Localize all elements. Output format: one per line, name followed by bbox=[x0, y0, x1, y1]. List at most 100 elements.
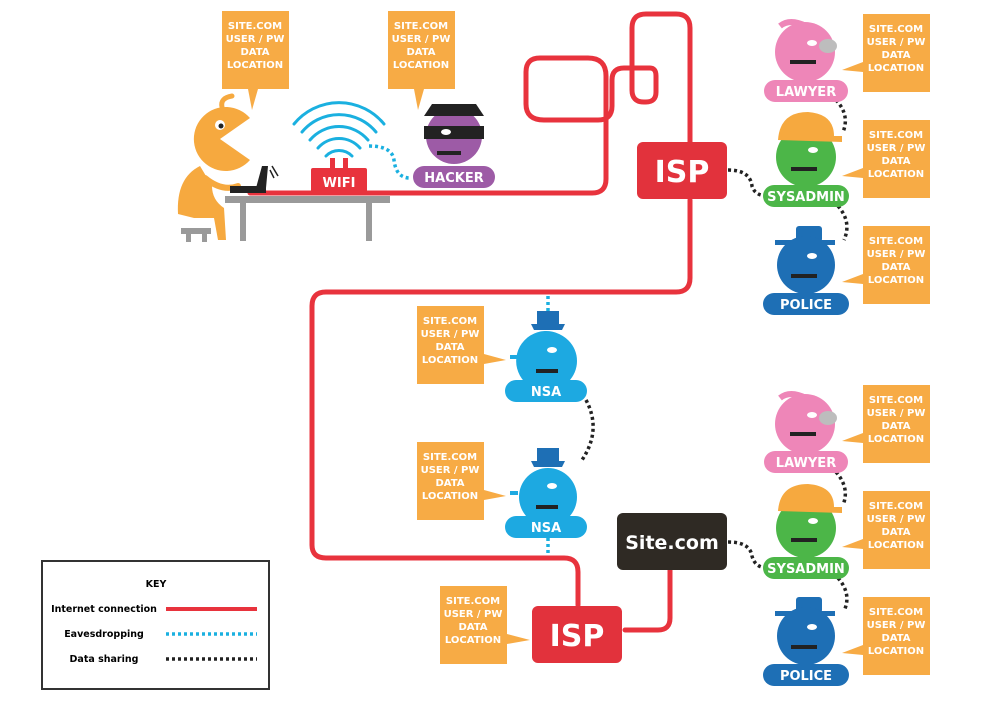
laptop-icon bbox=[230, 165, 279, 193]
data-bubble: SITE.COM USER / PW DATA LOCATION bbox=[842, 120, 930, 198]
hardhat-icon bbox=[778, 112, 842, 142]
data-bubble: SITE.COM USER / PW DATA LOCATION bbox=[440, 586, 530, 664]
svg-text:LOCATION: LOCATION bbox=[868, 63, 924, 74]
svg-text:SITE.COM: SITE.COM bbox=[869, 607, 923, 618]
svg-text:DATA: DATA bbox=[881, 156, 910, 167]
isp-label: ISP bbox=[550, 619, 605, 654]
legend-sharing-label: Data sharing bbox=[70, 654, 139, 665]
svg-text:SITE.COM: SITE.COM bbox=[228, 21, 282, 32]
stool bbox=[181, 228, 211, 234]
isp-label: ISP bbox=[655, 155, 710, 190]
svg-text:SITE.COM: SITE.COM bbox=[423, 316, 477, 327]
wifi-signal-icon bbox=[292, 101, 386, 158]
sysadmin-label: SYSADMIN bbox=[767, 562, 845, 577]
internet-connection-line bbox=[309, 197, 693, 608]
site-label: Site.com bbox=[625, 532, 719, 554]
data-bubble: SITE.COM USER / PW DATA LOCATION bbox=[842, 385, 930, 463]
svg-text:USER / PW: USER / PW bbox=[867, 620, 926, 631]
nsa-label: NSA bbox=[531, 385, 561, 400]
police-figure-bottom: POLICE bbox=[763, 597, 849, 686]
svg-text:USER / PW: USER / PW bbox=[226, 34, 285, 45]
data-sharing-line bbox=[834, 470, 848, 506]
nsa-label: NSA bbox=[531, 521, 561, 536]
svg-text:DATA: DATA bbox=[406, 47, 435, 58]
hat-icon bbox=[424, 104, 484, 116]
svg-text:DATA: DATA bbox=[435, 478, 464, 489]
eavesdrop-line bbox=[368, 144, 411, 180]
cap-icon bbox=[531, 461, 565, 467]
svg-text:SITE.COM: SITE.COM bbox=[869, 236, 923, 247]
svg-text:LOCATION: LOCATION bbox=[868, 169, 924, 180]
svg-text:LOCATION: LOCATION bbox=[868, 434, 924, 445]
lawyer-label: LAWYER bbox=[776, 456, 836, 471]
lawyer-figure-bottom: LAWYER bbox=[764, 391, 848, 473]
site-node: Site.com bbox=[617, 513, 727, 570]
svg-text:USER / PW: USER / PW bbox=[421, 465, 480, 476]
data-sharing-line bbox=[727, 168, 769, 198]
svg-text:LOCATION: LOCATION bbox=[393, 60, 449, 71]
svg-text:DATA: DATA bbox=[435, 342, 464, 353]
mask-icon bbox=[424, 126, 484, 139]
data-sharing-line bbox=[836, 576, 849, 612]
svg-text:USER / PW: USER / PW bbox=[867, 249, 926, 260]
desk bbox=[225, 196, 390, 203]
svg-text:LOCATION: LOCATION bbox=[868, 540, 924, 551]
wifi-box bbox=[311, 168, 367, 194]
user-at-desk bbox=[177, 93, 390, 242]
svg-text:DATA: DATA bbox=[881, 421, 910, 432]
svg-text:SITE.COM: SITE.COM bbox=[423, 452, 477, 463]
lawyer-label: LAWYER bbox=[776, 85, 836, 100]
svg-text:DATA: DATA bbox=[240, 47, 269, 58]
svg-text:DATA: DATA bbox=[881, 50, 910, 61]
wifi-router: WIFI bbox=[292, 101, 386, 194]
svg-text:DATA: DATA bbox=[458, 622, 487, 633]
legend-eavesdrop-label: Eavesdropping bbox=[64, 629, 144, 640]
cap-icon bbox=[531, 324, 565, 330]
data-sharing-line bbox=[834, 98, 848, 133]
user-head bbox=[193, 106, 250, 171]
svg-text:USER / PW: USER / PW bbox=[867, 514, 926, 525]
data-bubble: SITE.COM USER / PW DATA LOCATION bbox=[842, 14, 930, 92]
svg-text:USER / PW: USER / PW bbox=[392, 34, 451, 45]
internet-connection-line bbox=[247, 11, 693, 196]
svg-text:DATA: DATA bbox=[881, 262, 910, 273]
svg-text:LOCATION: LOCATION bbox=[422, 355, 478, 366]
sysadmin-label: SYSADMIN bbox=[767, 190, 845, 205]
wifi-label: WIFI bbox=[323, 176, 356, 191]
hacker-figure: HACKER bbox=[413, 104, 495, 188]
data-bubble: SITE.COM USER / PW DATA LOCATION bbox=[222, 11, 289, 110]
hardhat-icon bbox=[778, 484, 842, 513]
svg-text:LOCATION: LOCATION bbox=[868, 646, 924, 657]
sysadmin-figure-top: SYSADMIN bbox=[763, 112, 849, 207]
svg-text:LOCATION: LOCATION bbox=[227, 60, 283, 71]
svg-text:DATA: DATA bbox=[881, 527, 910, 538]
hacker-label: HACKER bbox=[424, 171, 483, 186]
data-bubble: SITE.COM USER / PW DATA LOCATION bbox=[842, 597, 930, 675]
data-bubble: SITE.COM USER / PW DATA LOCATION bbox=[842, 226, 930, 304]
data-bubble: SITE.COM USER / PW DATA LOCATION bbox=[842, 491, 930, 569]
svg-text:LOCATION: LOCATION bbox=[868, 275, 924, 286]
isp-node-top: ISP bbox=[637, 142, 727, 199]
monocle-icon bbox=[819, 411, 837, 425]
svg-text:SITE.COM: SITE.COM bbox=[394, 21, 448, 32]
internet-connection-line bbox=[622, 567, 673, 633]
svg-text:DATA: DATA bbox=[881, 633, 910, 644]
user-antenna bbox=[219, 93, 235, 110]
data-bubble: SITE.COM USER / PW DATA LOCATION bbox=[388, 11, 455, 110]
police-label: POLICE bbox=[780, 298, 832, 313]
nsa-agent-top: NSA bbox=[505, 311, 587, 402]
data-bubble: SITE.COM USER / PW DATA LOCATION bbox=[417, 442, 506, 520]
svg-text:LOCATION: LOCATION bbox=[445, 635, 501, 646]
legend: KEY Internet connection Eavesdropping Da… bbox=[41, 560, 270, 690]
lawyer-figure-top: LAWYER bbox=[764, 19, 848, 102]
nsa-agent-bottom: NSA bbox=[505, 448, 587, 538]
svg-text:USER / PW: USER / PW bbox=[867, 143, 926, 154]
svg-text:USER / PW: USER / PW bbox=[867, 37, 926, 48]
data-sharing-line bbox=[580, 399, 595, 461]
legend-title: KEY bbox=[146, 579, 167, 590]
svg-text:SITE.COM: SITE.COM bbox=[869, 130, 923, 141]
svg-text:USER / PW: USER / PW bbox=[444, 609, 503, 620]
svg-text:USER / PW: USER / PW bbox=[421, 329, 480, 340]
data-bubble: SITE.COM USER / PW DATA LOCATION bbox=[417, 306, 506, 384]
